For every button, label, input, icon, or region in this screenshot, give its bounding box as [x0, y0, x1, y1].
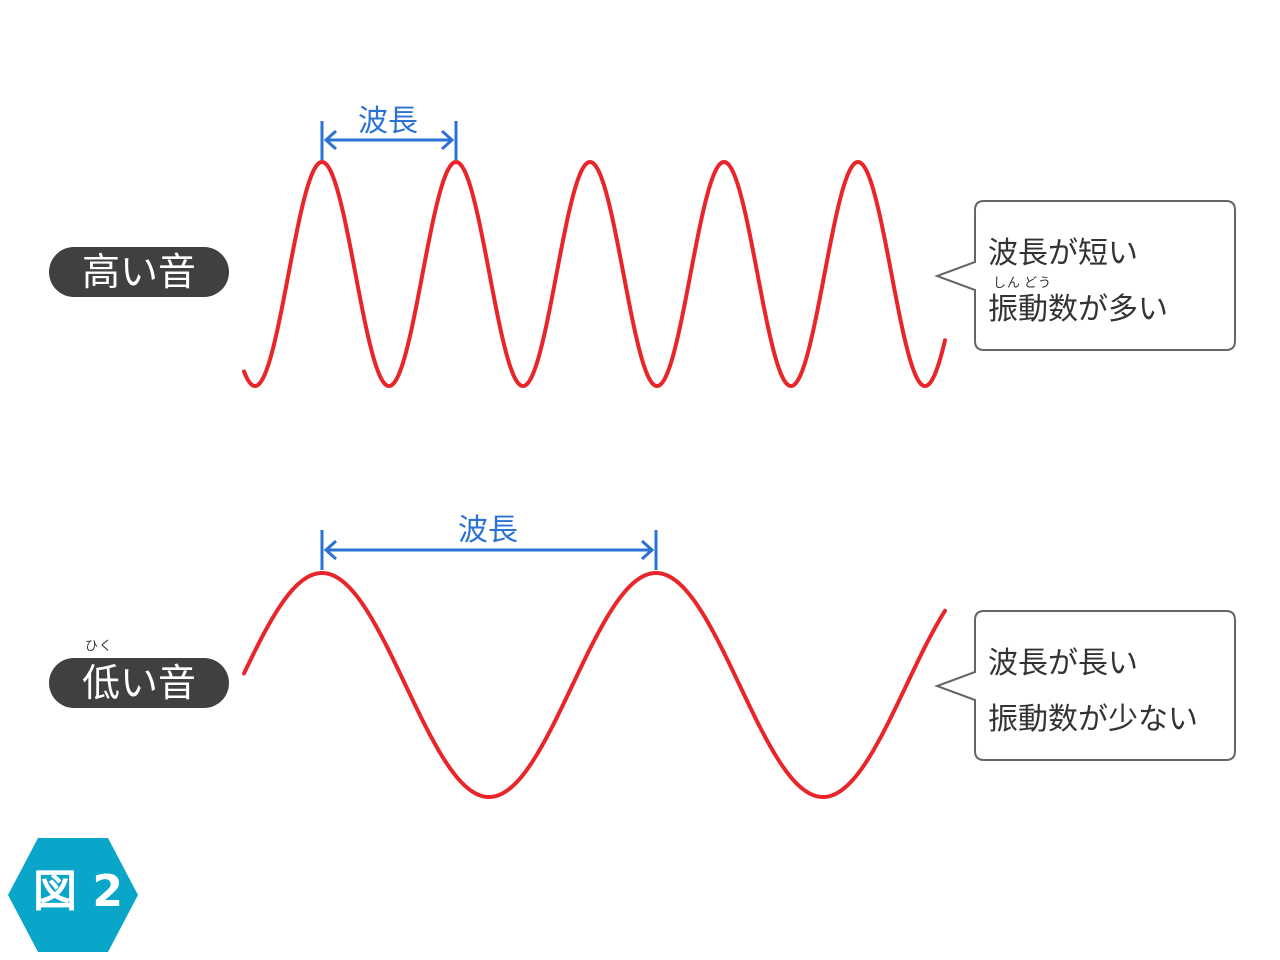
low-wavelength-arrow [320, 530, 658, 570]
high-callout-line2: 振動数が多い [988, 292, 1168, 327]
ruby-shin: しん [993, 276, 1022, 291]
high-wavelength-arrow [320, 121, 458, 160]
low-sound-ruby: ひく [85, 639, 114, 654]
high-sound-label: 高い音 [49, 247, 229, 297]
figure-badge [8, 838, 138, 952]
high-callout-line1: 波長が短い [988, 236, 1138, 271]
ruby-dou: どう [1024, 276, 1053, 291]
low-sound-wave [242, 570, 947, 800]
high-sound-wave [242, 159, 947, 389]
low-wavelength-label: 波長 [458, 513, 518, 548]
low-sound-label: 低い音 [49, 658, 229, 708]
figure-label: 図 2 [33, 866, 123, 917]
high-wavelength-label: 波長 [358, 104, 418, 139]
low-callout-box [934, 610, 1236, 761]
low-callout-line1: 波長が長い [988, 646, 1138, 681]
low-callout-line2: 振動数が少ない [988, 702, 1198, 737]
high-callout-box [934, 200, 1236, 351]
